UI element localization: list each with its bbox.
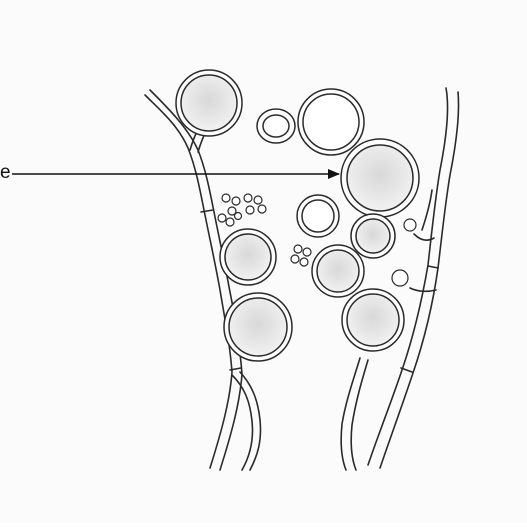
spore-group xyxy=(176,70,419,361)
tiny-spore-cluster-upper xyxy=(218,194,266,226)
callout-label: e xyxy=(0,163,11,183)
spore-target xyxy=(341,139,419,217)
spore-mid-small xyxy=(297,195,339,237)
spore-right-lower xyxy=(342,289,404,351)
spore-center xyxy=(312,245,364,297)
spore-small-ring xyxy=(257,109,295,143)
spore-top-left xyxy=(176,70,242,136)
spore-left-lower xyxy=(224,293,292,361)
small-stalked-spores xyxy=(392,219,416,286)
spore-top-center xyxy=(298,89,364,155)
spore-left-mid xyxy=(220,229,276,285)
tiny-spore-cluster-lower xyxy=(291,245,311,266)
spore-center-right xyxy=(351,214,395,258)
